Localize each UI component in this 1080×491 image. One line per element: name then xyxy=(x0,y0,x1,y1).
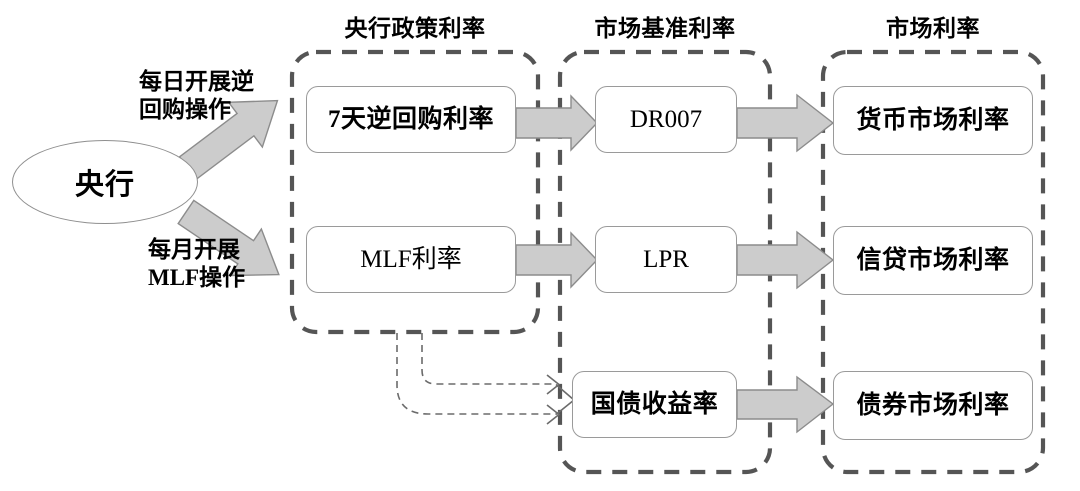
node-lpr[interactable]: LPR xyxy=(595,226,737,293)
arrow-lpr-to-credit-market xyxy=(736,230,835,290)
node-central-bank[interactable]: 央行 xyxy=(12,140,198,224)
node-treasury-yield[interactable]: 国债收益率 xyxy=(572,371,737,438)
thin-connector-arrowhead-inner xyxy=(546,374,561,395)
arrow-reverse-repo-to-dr007 xyxy=(515,94,598,152)
arrow-treasury-yield-to-bond-market xyxy=(736,375,835,434)
group-header-policy-rate: 央行政策利率 xyxy=(344,16,486,41)
arrow-source-to-reverse-repo xyxy=(178,99,279,181)
annotation-daily-repo: 每日开展逆回购操作 xyxy=(139,68,254,124)
annotation-monthly-mlf-line1: 每月开展 xyxy=(148,237,240,262)
node-bond-market-rate[interactable]: 债券市场利率 xyxy=(833,371,1033,440)
node-reverse-repo-7d[interactable]: 7天逆回购利率 xyxy=(306,86,516,153)
annotation-monthly-mlf-line2: MLF操作 xyxy=(148,265,246,291)
group-header-market-benchmark-rate: 市场基准利率 xyxy=(594,16,736,41)
annotation-monthly-mlf: 每月开展 MLF操作 xyxy=(148,236,245,292)
annotation-daily-repo-line1: 每日开展逆 xyxy=(139,69,254,94)
arrow-mlf-to-lpr xyxy=(515,231,598,289)
node-money-market-rate[interactable]: 货币市场利率 xyxy=(833,86,1033,155)
annotation-daily-repo-line2: 回购操作 xyxy=(139,97,231,123)
thin-connector-arrowhead-outer xyxy=(546,404,561,425)
arrow-dr007-to-money-market xyxy=(736,93,835,153)
node-mlf-rate[interactable]: MLF利率 xyxy=(306,226,516,293)
thin-connector-policy-to-treasury-outer xyxy=(396,333,556,415)
node-credit-market-rate[interactable]: 信贷市场利率 xyxy=(833,226,1033,295)
node-dr007[interactable]: DR007 xyxy=(595,86,737,153)
group-header-market-rate: 市场利率 xyxy=(886,16,980,41)
thin-connector-policy-to-treasury-inner xyxy=(421,333,556,385)
group-container-policy-rate xyxy=(289,49,541,335)
arrow-source-to-mlf xyxy=(177,199,280,277)
